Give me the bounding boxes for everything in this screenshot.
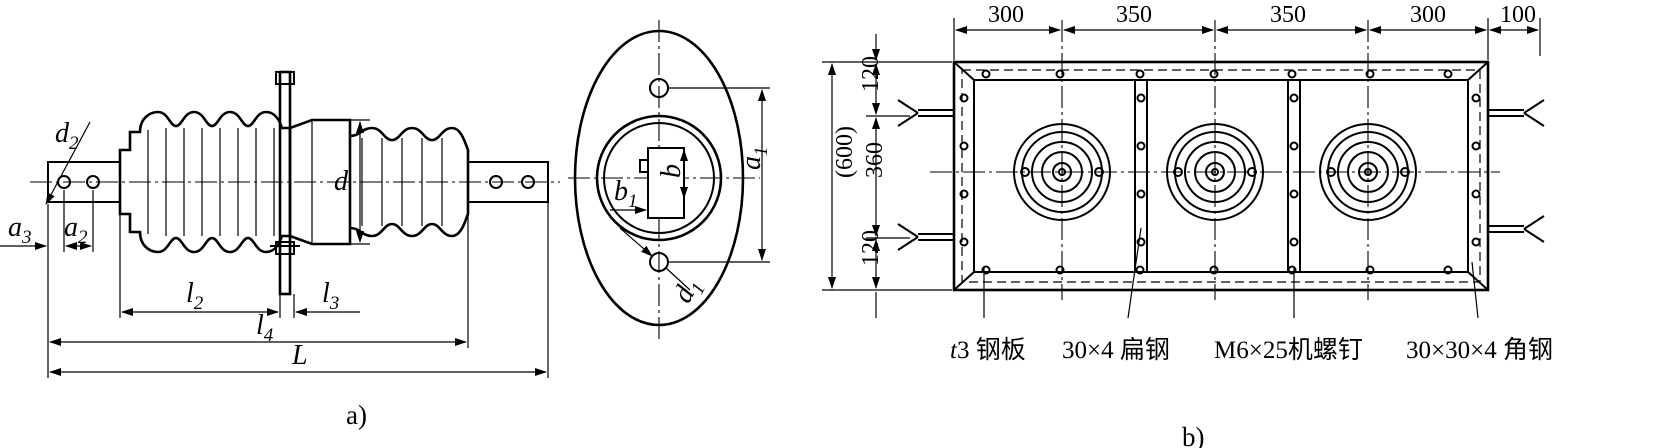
left-dim-3: 120 bbox=[858, 230, 884, 266]
label-l2: l2 bbox=[186, 278, 204, 314]
label-b: b bbox=[656, 164, 687, 178]
callout-screw: M6×25机螺钉 bbox=[1214, 336, 1363, 364]
caption-b: b) bbox=[1182, 422, 1205, 448]
left-dim-1: 120 bbox=[858, 56, 884, 92]
screw-hole bbox=[1471, 93, 1481, 103]
central-ring-outer bbox=[595, 114, 723, 242]
top-dim-1: 300 bbox=[988, 2, 1024, 28]
top-dim-4: 300 bbox=[1410, 2, 1446, 28]
screw-hole bbox=[1135, 69, 1145, 79]
left-hole-2 bbox=[86, 175, 100, 189]
screw-hole bbox=[981, 69, 991, 79]
central-ring-inner bbox=[603, 122, 715, 234]
screw-hole bbox=[1135, 265, 1145, 275]
label-l4: l4 bbox=[256, 310, 274, 346]
plate-inner-frame bbox=[973, 79, 1469, 273]
label-a3: a3 bbox=[8, 212, 32, 248]
label-d1: d1 bbox=[667, 273, 710, 311]
screw-hole bbox=[1136, 141, 1146, 151]
screw-hole bbox=[1287, 69, 1297, 79]
leader-angle-steel bbox=[1471, 261, 1479, 319]
screw-hole bbox=[959, 189, 969, 199]
label-l3: l3 bbox=[322, 278, 339, 314]
screw-hole bbox=[1209, 69, 1219, 79]
left-dim-2: 360 bbox=[862, 142, 888, 178]
screw-hole bbox=[1209, 265, 1219, 275]
screw-hole bbox=[1136, 189, 1146, 199]
screw-hole bbox=[981, 265, 991, 275]
screw-hole bbox=[1365, 265, 1375, 275]
screw-hole bbox=[1136, 237, 1146, 247]
bushing-side-view: d2 d a3 a2 l2 l3 l4 L a) bbox=[0, 70, 560, 430]
label-d2: d2 bbox=[55, 118, 79, 154]
shed-ribs bbox=[147, 128, 275, 236]
leader-flat-steel bbox=[1127, 227, 1142, 319]
screw-hole bbox=[1289, 189, 1299, 199]
bushing-top-2 bbox=[1166, 123, 1264, 221]
screw-hole bbox=[1289, 141, 1299, 151]
top-dim-5: 100 bbox=[1500, 2, 1536, 28]
screw-hole bbox=[1055, 69, 1065, 79]
bushing-end-view: a1 b b1 d1 bbox=[568, 20, 772, 340]
screw-hole bbox=[1289, 93, 1299, 103]
callout-steel-plate: t3 钢板 bbox=[950, 336, 1026, 364]
conductor-bar bbox=[647, 147, 685, 219]
inner-cylinder bbox=[289, 118, 352, 246]
cable-stubs bbox=[897, 99, 1545, 251]
flange-bolt-top bbox=[275, 71, 295, 85]
callout-angle-steel: 30×30×4 角钢 bbox=[1406, 336, 1553, 364]
mounting-flange bbox=[278, 70, 292, 296]
screw-hole bbox=[1136, 93, 1146, 103]
screw-holes bbox=[959, 69, 1481, 275]
screw-hole bbox=[959, 141, 969, 151]
label-b1: b1 bbox=[614, 176, 638, 212]
flat-steel-divider-1 bbox=[1134, 79, 1148, 273]
screw-hole bbox=[1471, 237, 1481, 247]
leader-d1 bbox=[619, 227, 653, 257]
right-hole-1 bbox=[489, 175, 503, 189]
bushing-top-3 bbox=[1319, 123, 1417, 221]
top-dim-3: 350 bbox=[1270, 2, 1306, 28]
right-hole-2 bbox=[521, 175, 535, 189]
screw-hole bbox=[1055, 265, 1065, 275]
label-L: L bbox=[291, 340, 308, 371]
angle-steel-dashed-outline bbox=[961, 69, 1481, 283]
callout-flat-steel: 30×4 扁钢 bbox=[1062, 336, 1170, 364]
screw-hole bbox=[1471, 189, 1481, 199]
overall-height-dim: (600) bbox=[832, 126, 858, 178]
label-d: d bbox=[334, 166, 349, 197]
screw-hole bbox=[1287, 265, 1297, 275]
screw-hole bbox=[1443, 265, 1453, 275]
leader-d2 bbox=[45, 121, 91, 205]
label-a2: a2 bbox=[64, 212, 88, 248]
screw-hole bbox=[1365, 69, 1375, 79]
flange-bolt-bottom bbox=[275, 241, 295, 255]
screw-hole bbox=[1471, 141, 1481, 151]
bushing-top-1 bbox=[1013, 123, 1111, 221]
mounting-plate-view: 300 350 350 300 100 120 360 120 (600) t3… bbox=[822, 2, 1553, 448]
screw-hole bbox=[959, 237, 969, 247]
screw-hole bbox=[1289, 237, 1299, 247]
right-terminal bbox=[467, 161, 549, 203]
label-a1: a1 bbox=[736, 147, 772, 171]
screw-hole bbox=[1443, 69, 1453, 79]
top-dim-2: 350 bbox=[1116, 2, 1152, 28]
screw-hole bbox=[959, 93, 969, 103]
plate-outer-frame bbox=[952, 60, 1490, 292]
caption-a: a) bbox=[346, 400, 367, 430]
